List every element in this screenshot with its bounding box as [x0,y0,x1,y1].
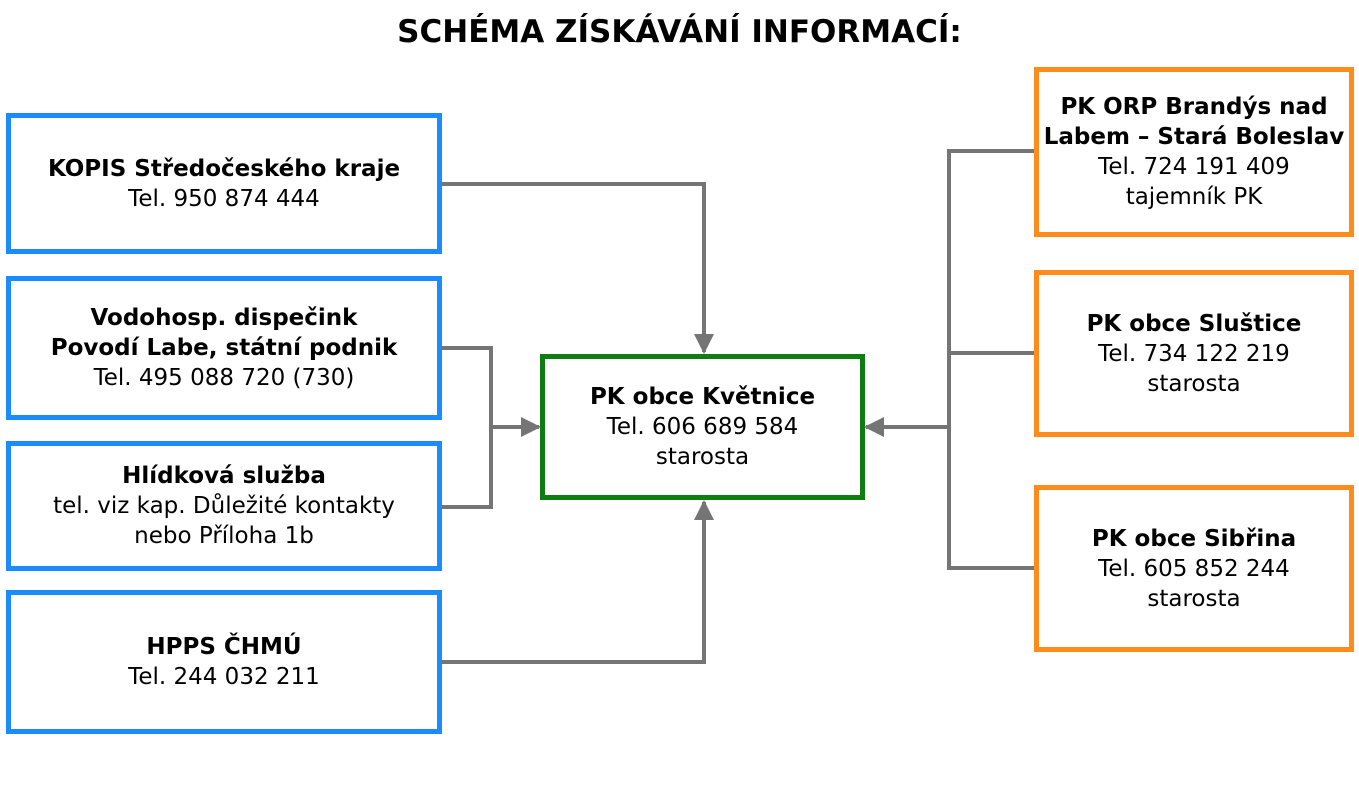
node-line: starosta [1147,370,1241,397]
node-name: Povodí Labe, státní podnik [50,335,398,361]
node-name: PK obce Květnice [589,384,816,410]
node-orp-brandys: PK ORP Brandýs nad Labem – Stará Bolesla… [1034,67,1354,237]
diagram-title: SCHÉMA ZÍSKÁVÁNÍ INFORMACÍ: [397,14,962,50]
node-name: PK obce Sibřina [1091,525,1297,552]
connector-right-bracket [947,149,1036,570]
connector-kopis [440,182,714,354]
node-name: Vodohosp. dispečink [90,305,358,331]
node-line: tajemník PK [1125,184,1263,210]
node-line: tel. viz kap. Důležité kontakty [53,493,395,519]
node-name: PK obce Sluštice [1086,310,1302,337]
node-name: Hlídková služba [122,463,326,489]
node-line: nebo Příloha 1b [134,523,314,549]
node-name: HPPS ČHMÚ [146,634,302,660]
node-line: Tel. 244 032 211 [128,664,320,690]
connector-vodohosp [440,346,493,509]
node-kopis: KOPIS Středočeského kraje Tel. 950 874 4… [6,113,442,254]
connector-hpps [440,500,714,664]
node-hlidkova-sluzba: Hlídková služba tel. viz kap. Důležité k… [6,441,442,571]
node-line: Tel. 606 689 584 [606,414,799,440]
node-line: Tel. 724 191 409 [1098,154,1290,180]
node-center-kvetnice: PK obce Květnice Tel. 606 689 584 staros… [540,354,865,500]
node-line: Tel. 734 122 219 [1098,340,1290,367]
node-name: PK ORP Brandýs nad [1060,94,1328,120]
node-line: Tel. 950 874 444 [128,185,320,212]
node-sibrina: PK obce Sibřina Tel. 605 852 244 starost… [1034,485,1354,652]
node-name: KOPIS Středočeského kraje [47,155,401,182]
node-line: Tel. 605 852 244 [1098,555,1290,582]
node-slustice: PK obce Sluštice Tel. 734 122 219 staros… [1034,270,1354,437]
node-line: starosta [1147,585,1241,612]
node-name: Labem – Stará Boleslav [1043,124,1345,150]
node-line: starosta [655,444,750,470]
node-vodohosp-dispecink: Vodohosp. dispečink Povodí Labe, státní … [6,276,442,420]
node-line: Tel. 495 088 720 (730) [93,365,355,391]
node-hpps-chmu: HPPS ČHMÚ Tel. 244 032 211 [6,590,442,734]
